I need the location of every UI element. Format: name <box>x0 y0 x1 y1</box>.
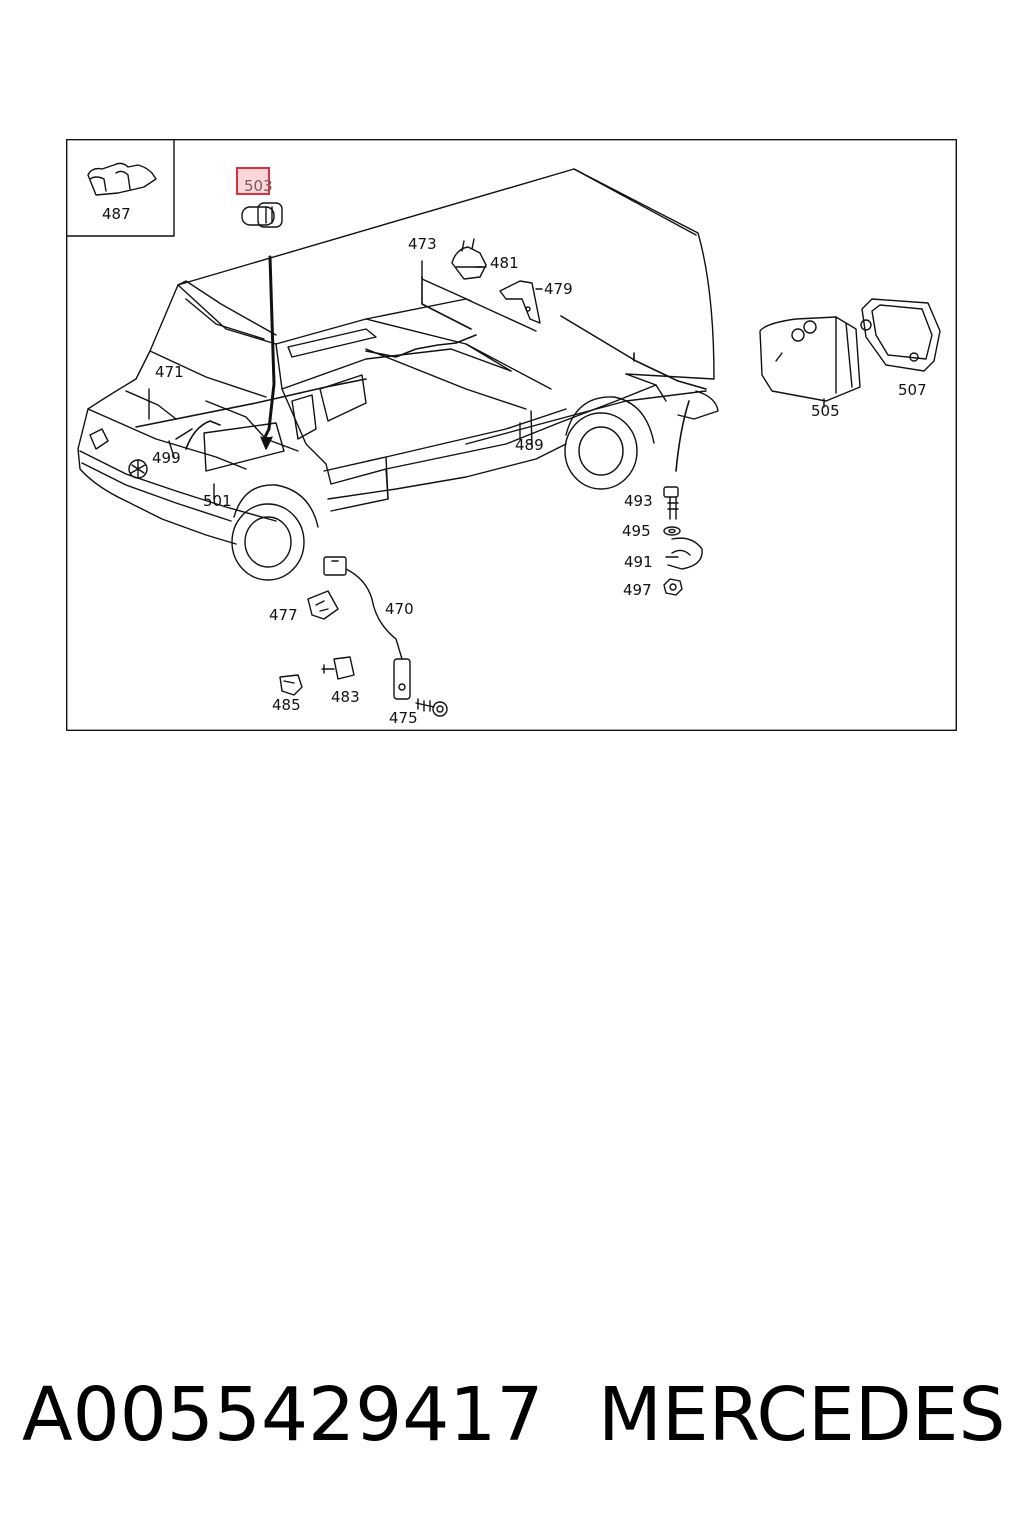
diagram-border <box>66 139 957 731</box>
callout-493: 493 <box>624 492 653 510</box>
callout-481: 481 <box>490 254 519 272</box>
callout-491: 491 <box>624 553 653 571</box>
callout-485: 485 <box>272 696 301 714</box>
brand-name: MERCEDES <box>598 1372 1006 1458</box>
lamp-507-icon <box>860 298 941 372</box>
clamp-491-icon <box>665 537 703 570</box>
clip-483-icon <box>321 656 355 680</box>
clip-485-icon <box>279 674 303 696</box>
callout-489: 489 <box>515 436 544 454</box>
van-wiring-illustration <box>66 139 957 731</box>
callout-501: 501 <box>203 492 232 510</box>
callout-487: 487 <box>102 205 131 223</box>
callout-503: 503 <box>244 177 273 195</box>
rear-wheel <box>564 396 655 490</box>
holder-481-icon <box>451 238 487 280</box>
wiring-harness <box>135 276 707 472</box>
leader-503 <box>262 255 276 441</box>
callout-495: 495 <box>622 522 651 540</box>
product-caption: A0055429417 MERCEDES <box>22 1372 1012 1462</box>
front-wheel <box>231 484 319 581</box>
callout-471: 471 <box>155 363 184 381</box>
washer-495-icon <box>663 526 681 536</box>
van-body <box>77 168 719 545</box>
part-number: A0055429417 <box>22 1372 544 1458</box>
cable-470-icon <box>323 556 411 700</box>
bolt-493-icon <box>663 486 679 520</box>
callout-477: 477 <box>269 606 298 624</box>
callout-479: 479 <box>544 280 573 298</box>
bolt-475-icon <box>415 698 448 717</box>
inset-box <box>66 139 175 237</box>
clip-487-icon <box>87 162 157 196</box>
callout-507: 507 <box>898 381 927 399</box>
callout-475: 475 <box>389 709 418 727</box>
callout-483: 483 <box>331 688 360 706</box>
lamp-505-icon <box>759 316 861 402</box>
parts-diagram: 503 487 473 481 479 471 499 501 489 505 … <box>66 139 957 731</box>
callout-470: 470 <box>385 600 414 618</box>
callout-497: 497 <box>623 581 652 599</box>
callout-473: 473 <box>408 235 437 253</box>
highlight-box-503 <box>236 167 270 195</box>
connector-477-icon <box>307 590 339 620</box>
callout-499: 499 <box>152 449 181 467</box>
callout-505: 505 <box>811 402 840 420</box>
bracket-479-icon <box>499 280 541 324</box>
switch-503-icon <box>241 202 283 228</box>
nut-497-icon <box>663 578 683 596</box>
